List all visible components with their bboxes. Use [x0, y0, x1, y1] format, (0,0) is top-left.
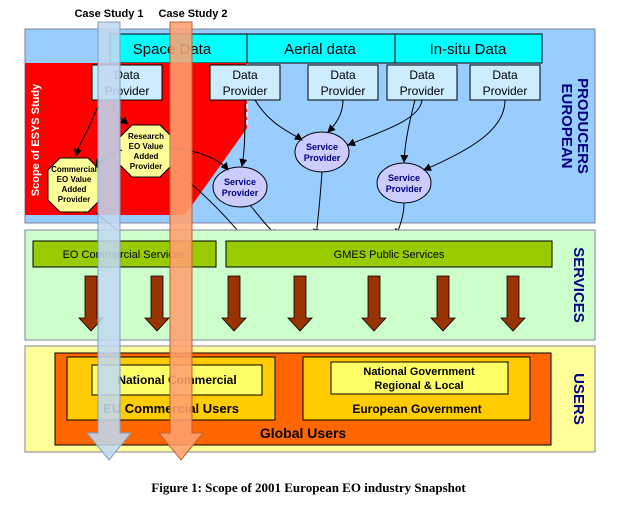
global-users-label: Global Users	[260, 425, 347, 441]
service-provider-3: Service Provider	[376, 162, 432, 204]
eo-commercial-services-label: EO Commercial Services	[63, 249, 186, 261]
data-provider-4: Data Provider	[386, 64, 458, 101]
producers-band-label-line2: PRODUCERS	[574, 78, 591, 174]
case-study-2-arrow	[157, 21, 205, 461]
data-provider-2: Data Provider	[209, 64, 281, 101]
commercial-eo-value-added-provider: Commercial EO Value Added Provider	[47, 157, 101, 213]
svg-text:Data: Data	[330, 68, 356, 82]
svg-text:Data: Data	[232, 68, 258, 82]
national-government-label-line2: Regional & Local	[374, 380, 463, 392]
svg-text:EO Value: EO Value	[57, 175, 92, 184]
svg-text:Commercial: Commercial	[51, 165, 97, 174]
svg-text:Service: Service	[388, 173, 420, 183]
producers-band-label-line1: EUROPEAN	[558, 83, 575, 168]
services-band-label: SERVICES	[570, 247, 587, 323]
service-provider-1: Service Provider	[212, 166, 268, 208]
svg-text:Research: Research	[128, 132, 164, 141]
case-study-1-arrow	[85, 21, 133, 461]
svg-text:Provider: Provider	[223, 84, 268, 98]
svg-text:Data: Data	[492, 68, 518, 82]
svg-text:Provider: Provider	[222, 188, 259, 198]
svg-text:Data: Data	[114, 68, 140, 82]
svg-text:Provider: Provider	[483, 84, 528, 98]
european-government-label: European Government	[352, 402, 481, 416]
case-study-1-label: Case Study 1	[74, 8, 143, 20]
svg-text:Provider: Provider	[58, 195, 90, 204]
svg-text:Provider: Provider	[400, 84, 445, 98]
svg-text:Added: Added	[62, 185, 87, 194]
figure-caption: Figure 1: Scope of 2001 European EO indu…	[151, 480, 466, 495]
svg-text:Data: Data	[409, 68, 435, 82]
users-band-label: USERS	[570, 373, 587, 425]
svg-text:Provider: Provider	[130, 162, 162, 171]
svg-text:Service: Service	[224, 177, 256, 187]
svg-text:Service: Service	[306, 142, 338, 152]
svg-text:Provider: Provider	[321, 84, 366, 98]
gmes-public-services-label: GMES Public Services	[334, 249, 445, 261]
data-provider-3: Data Provider	[307, 64, 379, 101]
svg-text:Provider: Provider	[386, 184, 423, 194]
scope-label: Scope of ESYS Study	[30, 83, 42, 196]
national-government-box	[330, 361, 509, 395]
data-source-aerial: Aerial data	[284, 41, 356, 58]
svg-text:Provider: Provider	[304, 153, 341, 163]
data-source-insitu: In-situ Data	[430, 41, 507, 58]
case-study-2-label: Case Study 2	[158, 8, 227, 20]
national-government-label-line1: National Government	[363, 366, 475, 378]
svg-text:Added: Added	[134, 152, 159, 161]
research-eo-value-added-provider: Research EO Value Added Provider	[119, 124, 173, 178]
service-flow-arrows	[78, 275, 526, 332]
data-provider-5: Data Provider	[469, 64, 541, 101]
gmes-public-services-bar	[225, 240, 553, 268]
svg-text:EO Value: EO Value	[129, 142, 164, 151]
service-provider-2: Service Provider	[294, 131, 350, 173]
